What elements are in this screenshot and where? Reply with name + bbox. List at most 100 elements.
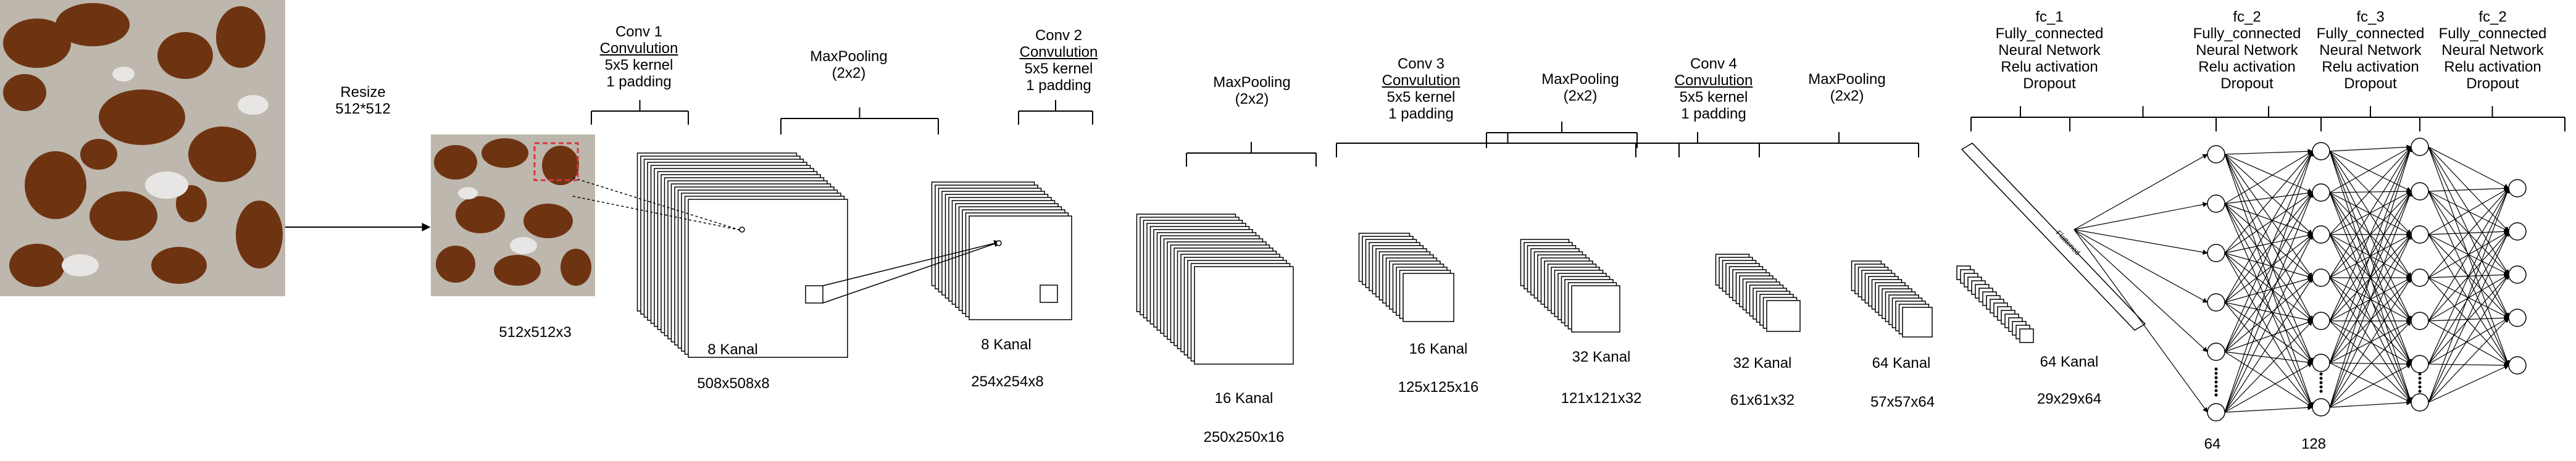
layer-label-conv3: Conv 3Convulution5x5 kernel1 padding <box>1382 56 1461 122</box>
nn-ellipsis-dot <box>2215 389 2218 392</box>
layer-label-line: Convulution <box>1020 44 1098 60</box>
nn-connection <box>2330 402 2411 407</box>
nn-neuron <box>2207 343 2225 360</box>
layer-label-line: fc_2 <box>2439 9 2547 25</box>
nn-ellipsis-dot <box>2419 377 2422 380</box>
nn-neuron <box>2509 357 2526 374</box>
layer-label-line: fc_3 <box>2317 9 2425 25</box>
nn-connection <box>2428 318 2509 364</box>
layer-label-line: 5x5 kernel <box>1382 89 1461 106</box>
layer-label-line: Neural Network <box>1996 42 2104 59</box>
feature-map-slice <box>1903 307 1932 337</box>
layer-label-fc2a: fc_2Fully_connectedNeural NetworkRelu ac… <box>2193 9 2301 92</box>
nn-connection <box>2225 235 2312 412</box>
feature-map-slice <box>969 216 1072 320</box>
nn-connection <box>2330 147 2411 363</box>
layer-label-conv2: Conv 2Convulution5x5 kernel1 padding <box>1020 27 1098 94</box>
channel-count-label: 16 Kanal <box>1215 390 1273 407</box>
layer-label-line: MaxPooling <box>1541 71 1619 88</box>
nn-neuron <box>2312 143 2330 160</box>
nn-ellipsis-dot <box>2320 390 2323 393</box>
nn-connection <box>2074 204 2207 230</box>
resize-label-line: 512*512 <box>335 101 390 117</box>
nn-connection <box>2428 191 2509 365</box>
feature-map-slice <box>1194 267 1293 364</box>
layer-label-line: Relu activation <box>1996 59 2104 75</box>
nn-connection <box>2225 407 2312 412</box>
feature-map-dim-label: 61x61x32 <box>1730 392 1794 409</box>
layer-label-line: MaxPooling <box>1808 71 1885 88</box>
feature-map-slice <box>688 199 848 357</box>
layer-label-line: MaxPooling <box>810 48 887 65</box>
layer-label-pool1: MaxPooling(2x2) <box>810 48 887 81</box>
nn-ellipsis-dot <box>2215 381 2218 384</box>
nn-connection <box>2225 253 2312 321</box>
nn-ellipsis-dot <box>2419 381 2422 384</box>
kernel-box <box>806 286 823 303</box>
nn-neuron <box>2411 355 2428 373</box>
layer-label-line: Dropout <box>2439 75 2547 92</box>
layer-label-line: (2x2) <box>810 65 887 81</box>
nn-connection <box>2428 188 2509 402</box>
nn-connection <box>2225 253 2312 278</box>
layer-label-line: Fully_connected <box>2317 25 2425 42</box>
kernel-point <box>996 241 1001 246</box>
nn-connection <box>2428 321 2509 365</box>
layer-label-line: 1 padding <box>1020 77 1098 94</box>
layer-label-line: (2x2) <box>1213 91 1290 107</box>
nn-neuron <box>2207 294 2225 311</box>
nn-ellipsis-dot <box>2320 381 2323 384</box>
layer-label-line: Convulution <box>600 40 678 57</box>
layer-label-line: 1 padding <box>1675 106 1753 122</box>
resize-label: Resize 512*512 <box>335 84 390 117</box>
input-dim-label: 512x512x3 <box>499 324 571 341</box>
layer-label-line: Conv 2 <box>1020 27 1098 44</box>
nn-connection <box>2428 188 2509 235</box>
nn-neuron <box>2207 244 2225 262</box>
nn-neuron <box>2312 399 2330 416</box>
nn-neuron <box>2509 266 2526 283</box>
layer-label-line: 5x5 kernel <box>600 57 678 73</box>
layer-label-line: Relu activation <box>2317 59 2425 75</box>
channel-count-label: 16 Kanal <box>1409 341 1468 358</box>
layer-label-line: MaxPooling <box>1213 74 1290 91</box>
nn-connection <box>2225 278 2312 352</box>
nn-neuron <box>2312 184 2330 201</box>
layer-label-line: 5x5 kernel <box>1020 60 1098 77</box>
feature-map-slice <box>1403 273 1454 322</box>
layer-label-line: Neural Network <box>2439 42 2547 59</box>
channel-count-label: 8 Kanal <box>707 341 757 359</box>
nn-connection <box>2428 231 2509 364</box>
nn-connection <box>2428 318 2509 402</box>
layer-label-line: fc_1 <box>1996 9 2104 25</box>
layer-label-line: Relu activation <box>2439 59 2547 75</box>
nn-neuron <box>2411 183 2428 200</box>
nn-connection <box>2330 147 2411 151</box>
feature-map-dim-label: 125x125x16 <box>1398 379 1479 396</box>
layer-label-line: Conv 3 <box>1382 56 1461 72</box>
nn-connection <box>2074 230 2207 352</box>
nn-connection <box>2225 253 2312 363</box>
kernel-box <box>1040 285 1057 302</box>
layer-label-line: Dropout <box>1996 75 2104 92</box>
feature-map-dim-label: 508x508x8 <box>697 375 769 392</box>
layer-label-line: Conv 4 <box>1675 56 1753 72</box>
nn-ellipsis-dot <box>2320 373 2323 376</box>
nn-neuron <box>2207 195 2225 212</box>
channel-count-label: 8 Kanal <box>981 336 1031 354</box>
nn-ellipsis-dot <box>2215 372 2218 375</box>
nn-neuron <box>2207 404 2225 421</box>
feature-map-dim-label: 250x250x16 <box>1204 429 1285 446</box>
layer-label-line: Relu activation <box>2193 59 2301 75</box>
nn-neuron <box>2509 223 2526 240</box>
nn-connection <box>2225 253 2312 407</box>
layer-label-line: (2x2) <box>1808 88 1885 104</box>
nn-neuron <box>2312 226 2330 243</box>
nn-ellipsis-dot <box>2215 368 2218 371</box>
nn-ellipsis-dot <box>2419 390 2422 393</box>
kernel-point <box>740 227 744 232</box>
layer-label-pool3: MaxPooling(2x2) <box>1541 71 1619 104</box>
nn-connection <box>2428 278 2509 365</box>
layer-label-fc3: fc_3Fully_connectedNeural NetworkRelu ac… <box>2317 9 2425 92</box>
